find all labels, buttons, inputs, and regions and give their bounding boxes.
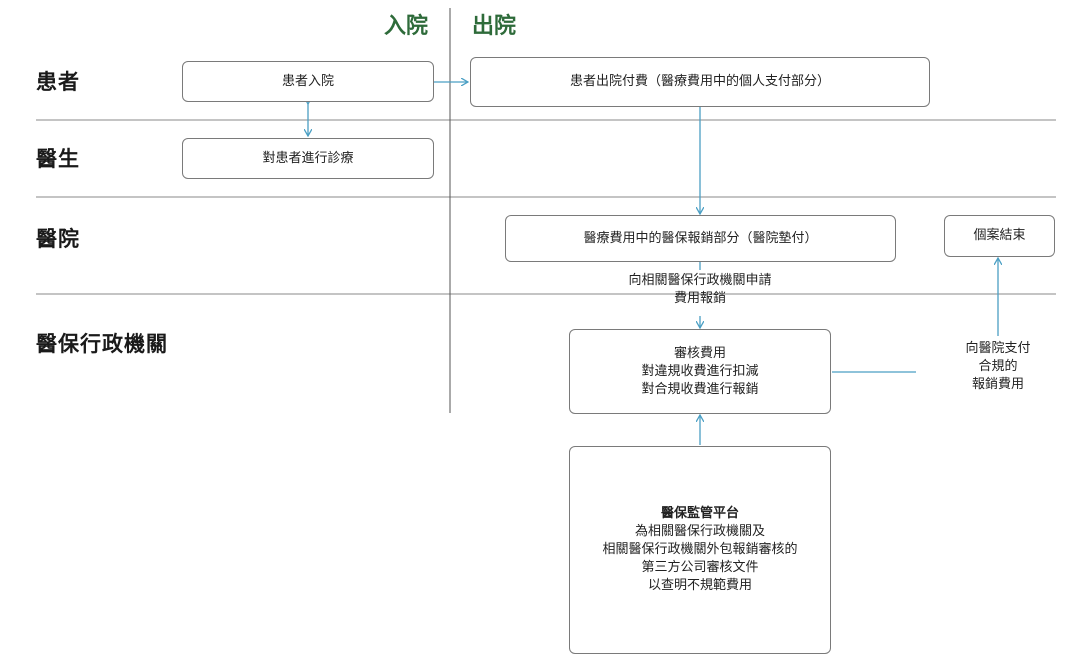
box-insurance-portion: 醫療費用中的醫保報銷部分（醫院墊付） — [505, 215, 896, 262]
box-platform-title: 醫保監管平台 — [660, 506, 739, 521]
box-patient-admission-text: 患者入院 — [281, 73, 334, 89]
label-pay-line-1: 向醫院支付 — [965, 341, 1031, 356]
box-review-line-3: 對合規收費進行報銷 — [641, 381, 759, 397]
label-apply-reimbursement: 向相關醫保行政機關申請 費用報銷 — [580, 272, 820, 308]
box-diagnosis-text: 對患者進行診療 — [262, 150, 354, 166]
lane-label-agency: 醫保行政機關 — [36, 331, 168, 356]
box-platform: 醫保監管平台 為相關醫保行政機關及 相關醫保行政機關外包報銷審核的 第三方公司審… — [569, 446, 831, 654]
lane-label-doctor: 醫生 — [36, 146, 80, 171]
box-platform-line-2: 相關醫保行政機關外包報銷審核的 — [602, 542, 798, 557]
box-platform-line-4: 以查明不規範費用 — [647, 578, 752, 593]
label-pay-line-3: 報銷費用 — [971, 377, 1024, 392]
label-pay-line-2: 合規的 — [978, 359, 1018, 374]
box-review: 審核費用 對違規收費進行扣減 對合規收費進行報銷 — [569, 329, 831, 414]
header-discharge: 出院 — [472, 13, 517, 39]
box-patient-payment: 患者出院付費（醫療費用中的個人支付部分） — [470, 57, 930, 107]
box-diagnosis: 對患者進行診療 — [182, 138, 434, 179]
box-review-line-1: 審核費用 — [673, 345, 726, 361]
box-insurance-portion-text: 醫療費用中的醫保報銷部分（醫院墊付） — [583, 230, 818, 246]
box-case-closed: 個案結束 — [944, 215, 1055, 257]
box-patient-payment-text: 患者出院付費（醫療費用中的個人支付部分） — [569, 74, 830, 89]
header-admission: 入院 — [384, 13, 429, 39]
label-apply-line-2: 費用報銷 — [673, 291, 726, 306]
box-platform-line-1: 為相關醫保行政機關及 — [634, 524, 765, 539]
box-patient-admission: 患者入院 — [182, 61, 434, 102]
label-apply-line-1: 向相關醫保行政機關申請 — [628, 273, 772, 288]
box-platform-line-3: 第三方公司審核文件 — [641, 560, 759, 575]
lane-label-hospital: 醫院 — [36, 226, 80, 251]
box-review-line-2: 對違規收費進行扣減 — [641, 363, 759, 379]
box-case-closed-text: 個案結束 — [973, 228, 1026, 243]
label-pay-hospital: 向醫院支付 合規的 報銷費用 — [930, 340, 1066, 394]
lane-label-patient: 患者 — [36, 69, 80, 94]
